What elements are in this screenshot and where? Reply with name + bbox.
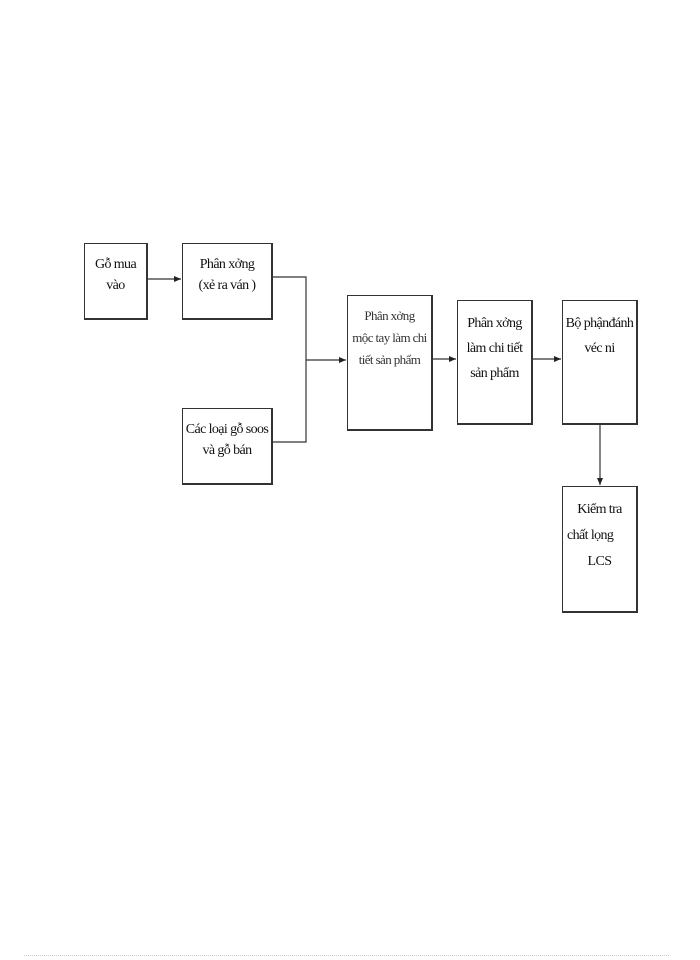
node-phan-xuong-xe-ra-van: Phân xởng (xẻ ra ván ): [182, 243, 273, 320]
node-label-line: và gỗ bán: [202, 443, 252, 458]
node-cac-loai-go: Các loại gỗ soos và gỗ bán: [182, 408, 273, 485]
node-label-line: Phân xởng: [199, 257, 255, 272]
node-kiem-tra-chat-luong: Kiểm tra chất lọng LCS: [562, 486, 638, 613]
node-label-line: sản phẩm: [470, 366, 519, 381]
node-label-line: chất lọng: [567, 528, 614, 543]
node-label-line: Gỗ mua: [94, 257, 137, 272]
node-label-line: Phân xởng: [364, 308, 415, 323]
page-bottom-dotted-rule: [24, 955, 669, 957]
node-label-line: tiết sản phẩm: [358, 352, 421, 367]
node-label-line: vào: [106, 278, 125, 293]
node-label-line: LCS: [587, 554, 612, 569]
node-bo-phan-danh-vec-ni: Bộ phậnđánh véc ni: [562, 300, 638, 425]
node-phan-xuong-lam-chi-tiet: Phân xởng làm chi tiết sản phẩm: [457, 300, 533, 425]
node-label-line: Các loại gỗ soos: [185, 422, 269, 437]
node-label-line: Kiểm tra: [577, 502, 622, 517]
connector-xe-to-merge: [273, 276, 307, 443]
node-label-line: véc ni: [584, 341, 615, 356]
node-label-line: (xẻ ra ván ): [198, 278, 257, 293]
node-label-line: Phân xởng: [467, 316, 522, 331]
node-phan-xuong-moc-tay: Phân xởng mộc tay làm chi tiết sản phẩm: [347, 295, 433, 431]
node-label-line: mộc tay làm chi: [352, 330, 427, 345]
node-label-line: làm chi tiết: [466, 341, 523, 356]
node-go-mua-vao: Gỗ mua vào: [84, 243, 148, 320]
node-label-line: Bộ phậnđánh: [565, 316, 634, 331]
